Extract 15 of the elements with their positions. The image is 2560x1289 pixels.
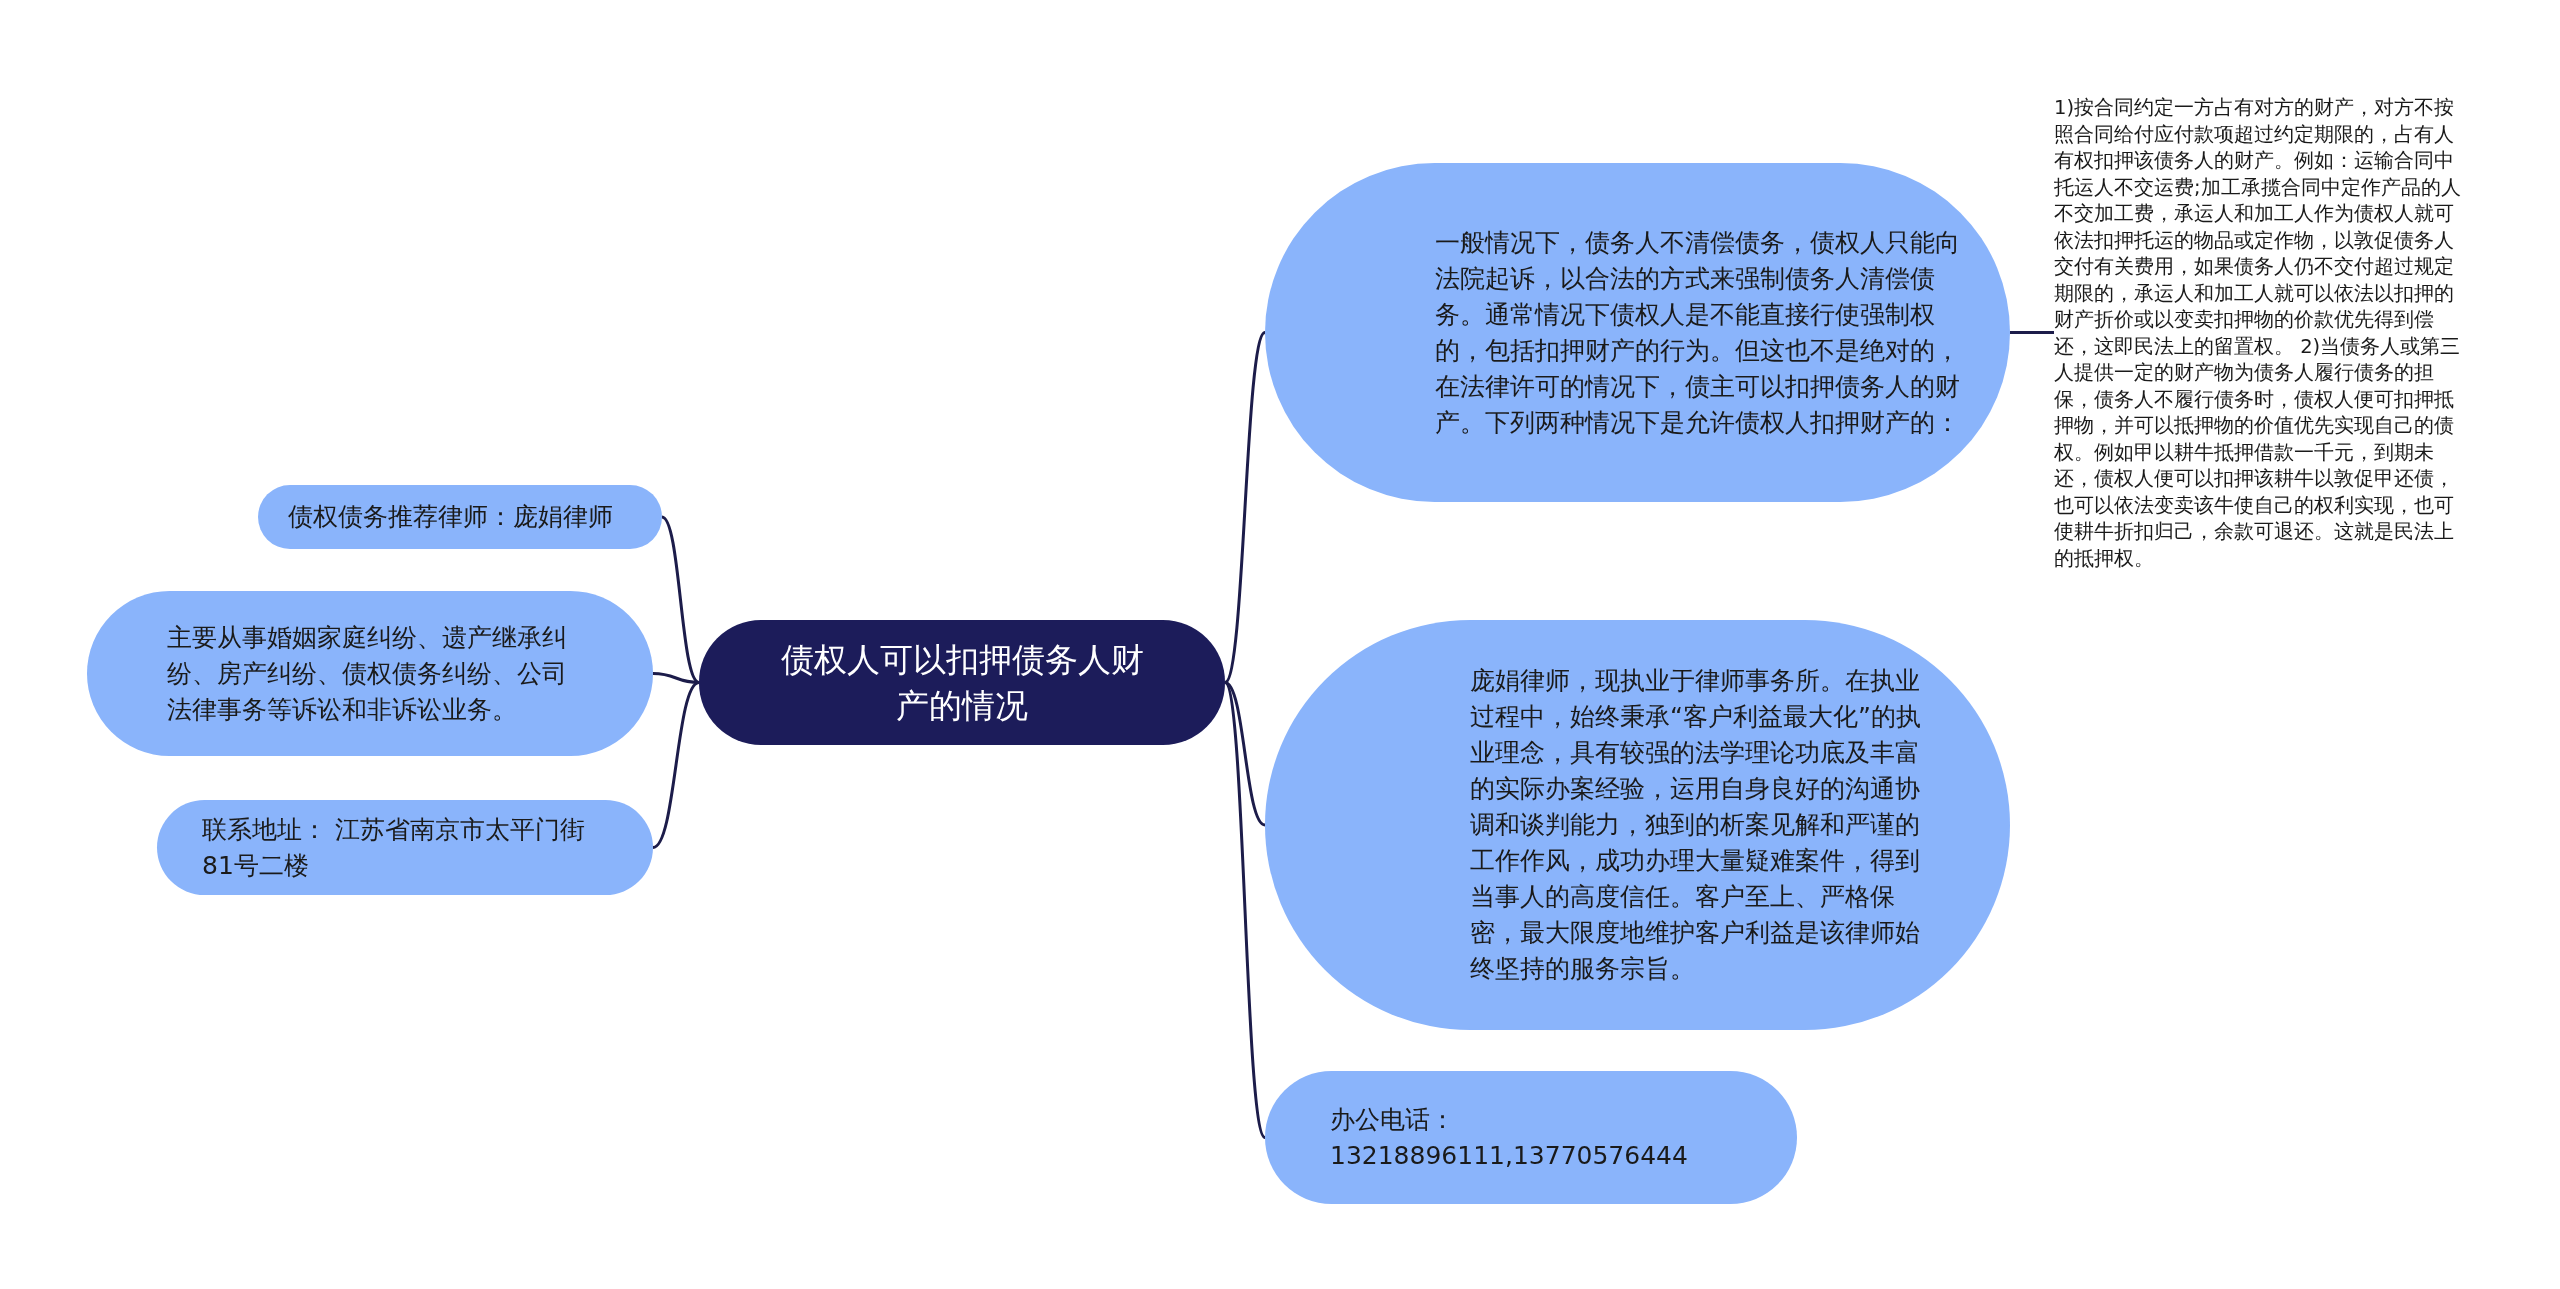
central-topic: 债权人可以扣押债务人财产的情况 [699,620,1225,745]
topic-bubble: 一般情况下，债务人不清偿债务，债权人只能向法院起诉，以合法的方式来强制债务人清偿债务。通常情况下债权人是不能直接行使强制权的，包括扣押财产的行为。但这也不是绝对的，在法律许可的情况下，债主可以扣押债务人的财产。下列两种情况下是允许债权人扣押财产的： [1265,163,2010,502]
topic-bubble: 办公电话： 13218896111,13770576444 [1265,1071,1797,1204]
connector-line [1223,331,1267,684]
connector-line [1223,681,1267,1139]
connector-line [652,672,700,684]
connector-line [652,681,700,849]
topic-bubble: 庞娟律师，现执业于律师事务所。在执业过程中，始终秉承“客户利益最大化”的执业理念，具有较强的法学理论功底及丰富的实际办案经验，运用自身良好的沟通协调和谈判能力，独到的析案见解和严谨的工作作风，成功办理大量疑难案件，得到当事人的高度信任。客户至上、严格保密，最大限度地维护客户利益是该律师始终坚持的服务宗旨。 [1265,620,2010,1030]
connector-line [1224,681,1266,827]
note-text: 1)按合同约定一方占有对方的财产，对方不按照合同给付应付款项超过约定期限的，占有人有权扣押该债务人的财产。例如：运输合同中托运人不交运费;加工承揽合同中定作产品的人不交加工费，承运人和加工人作为债权人就可依法扣押托运的物品或定作物，以敦促债务人交付有关费用，如果债务人仍不交付超过规定期限的，承运人和加工人就可以依法以扣押的财产折价或以变卖扣押物的价款优先得到偿还，这即民法上的留置权。 2)当债务人或第三人提供一定的财产物为债务人履行债务的担保，债务人不履行债务时，债权人便可扣押抵押物，并可以抵押物的价值优先实现自己的债权。例如甲以耕牛抵押借款一千元，到期未还，债权人便可以扣押该耕牛以敦促甲还债，也可以依法变卖该牛使自己的权利实现，也可使耕牛折扣归己，余款可退还。这就是民法上的抵押权。 [2054,95,2470,567]
topic-bubble: 主要从事婚姻家庭纠纷、遗产继承纠纷、房产纠纷、债权债务纠纷、公司法律事务等诉讼和非诉讼业务。 [87,591,653,756]
topic-bubble: 债权债务推荐律师：庞娟律师 [258,485,662,549]
topic-bubble: 联系地址： 江苏省南京市太平门街81号二楼 [157,800,653,895]
connector-line [661,515,700,684]
connector-line [2010,331,2054,334]
